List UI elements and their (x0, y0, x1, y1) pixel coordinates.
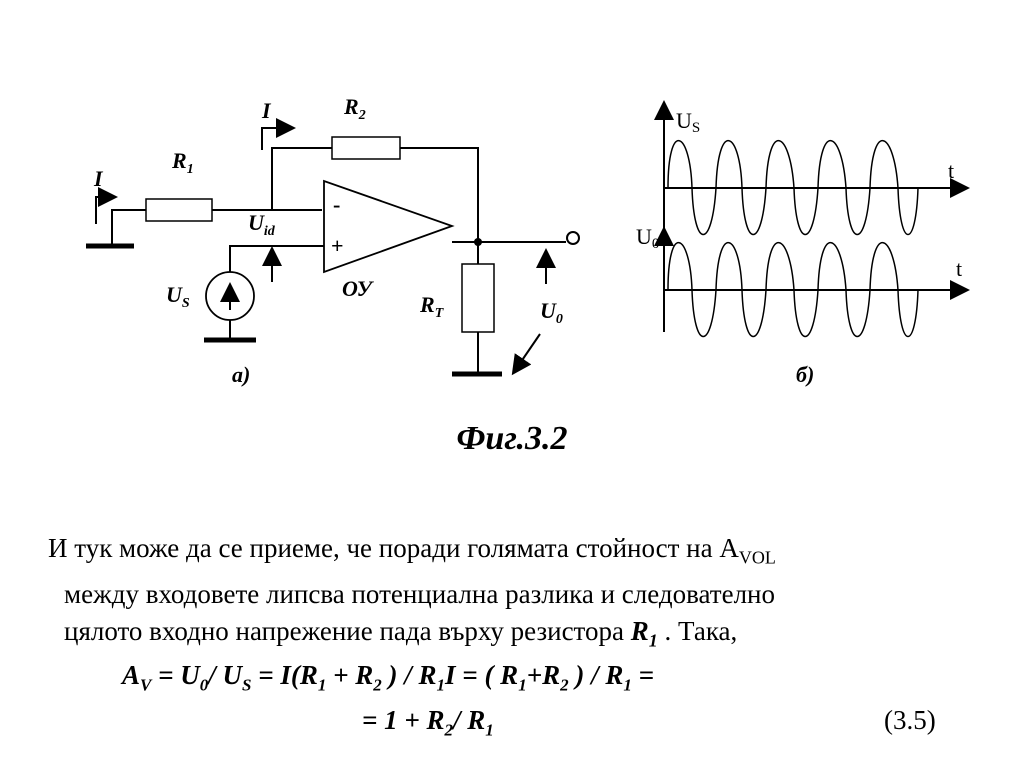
input-wire (111, 209, 146, 246)
bottom-wave (667, 241, 919, 338)
resistor-r1 (145, 198, 213, 222)
top-time-label: t (948, 158, 954, 183)
paragraph-line-3: цялото входно напрежение пада върху рези… (64, 616, 738, 651)
top-axis-label: US (676, 108, 700, 136)
equation-number: (3.5) (884, 705, 936, 735)
current-arrow-top (261, 118, 296, 150)
plus-sign: + (331, 233, 344, 258)
part-b-label: б) (796, 362, 814, 387)
current-arrow-left (95, 187, 118, 224)
u0-label: U0 (540, 298, 563, 327)
op-amp-circuit: I R1 I R2 - + ОУ Uid US (86, 94, 580, 387)
current-label-top: I (261, 98, 272, 123)
resistor-rt (461, 263, 495, 333)
uid-label: Uid (248, 210, 276, 239)
us-label: US (166, 282, 190, 311)
paragraph-line-2: между входовете липсва потенциална разли… (64, 579, 776, 610)
equation-line-2: = 1 + R2/ R1 (362, 705, 494, 740)
r2-label: R2 (343, 94, 366, 123)
op-amp-label: ОУ (342, 276, 375, 301)
resistor-r2 (331, 136, 401, 160)
rt-label: RT (419, 292, 445, 321)
output-terminal (566, 231, 580, 245)
u0-arrow-down (511, 333, 541, 376)
part-a-label: а) (232, 362, 250, 387)
wire-plus-source (229, 245, 324, 272)
waveforms: US t U0 t б) (636, 100, 970, 387)
current-label-left: I (93, 166, 104, 191)
bottom-axis-label: U0 (636, 224, 659, 252)
feedback-wire-right (400, 147, 479, 242)
minus-sign: - (333, 192, 340, 217)
equation-line-1: AV = U0/ US = I(R1 + R2 ) / R1I = ( R1+R… (122, 660, 655, 695)
feedback-wire-left (271, 147, 332, 210)
paragraph-line-1: И тук може да се приеме, че поради голям… (48, 533, 776, 568)
op-amp-triangle (323, 179, 455, 274)
top-wave (667, 139, 919, 236)
figure-caption: Фиг.3.2 (456, 420, 568, 457)
bottom-time-label: t (956, 256, 962, 281)
r1-label: R1 (171, 148, 194, 177)
paragraph: И тук може да се приеме, че поради голям… (40, 530, 1000, 660)
